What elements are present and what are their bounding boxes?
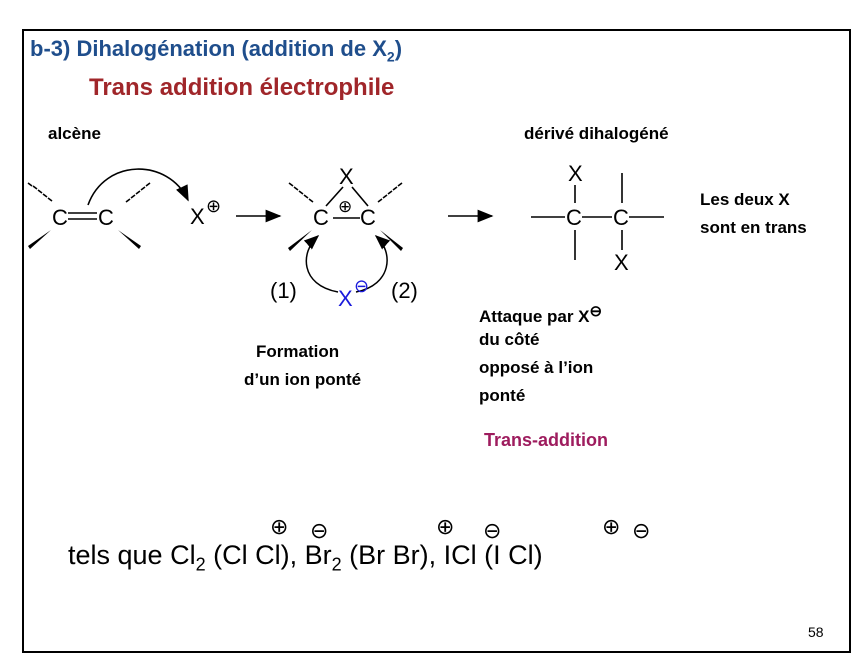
carbon-atom: C [52,205,68,230]
carbon-atom: C [313,205,329,230]
slide-subtitle: Trans addition électrophile [89,74,395,101]
halogen-atom: X [339,164,354,189]
trans-addition-label: Trans-addition [484,430,609,450]
alkene-structure: C C [27,168,189,249]
attack-line3: opposé à l’ion [479,358,594,377]
attack-arrow-2 [355,235,391,293]
page-number: 58 [808,624,824,640]
trans-note-line2: sont en trans [700,218,807,237]
attack-line4: ponté [479,386,526,405]
formation-line2: d’un ion ponté [244,370,362,389]
nucleophile-x: X [338,286,353,311]
section-heading: b-3) Dihalogénation (addition de X2) [30,36,403,65]
halogen-atom: X [190,204,205,229]
plus-charge-icon: ⊕ [206,196,221,216]
carbon-atom: C [98,205,114,230]
plus-charge-icon: ⊕ [338,197,352,216]
bridged-ion-structure: X C C ⊕ (1) (2) X ⊖ [270,164,418,311]
minus-charge-icon: ⊖ [310,518,329,543]
halogen-examples: tels que Cl2 (Cl Cl), Br2 (Br Br), ICl (… [68,540,543,575]
plus-charge-icon: ⊕ [270,514,289,539]
minus-charge-icon: ⊖ [483,518,502,543]
slide-frame [22,29,851,653]
attack-arrow-1 [303,235,339,293]
attack-line2: du côté [479,330,540,349]
carbon-atom: C [566,205,582,230]
carbon-atom: C [360,205,376,230]
attack-line1: Attaque par X⊖ [479,303,603,326]
minus-charge-icon: ⊖ [632,518,651,543]
trans-note-line1: Les deux X [700,190,790,209]
plus-charge-icon: ⊕ [436,514,455,539]
carbon-atom: C [613,205,629,230]
step-2-label: (2) [391,278,418,303]
minus-charge-icon: ⊖ [354,276,369,296]
electron-flow-arrow [87,168,189,206]
halogen-atom: X [568,161,583,186]
dihalide-structure: X X C C [531,161,664,275]
formation-line1: Formation [256,342,340,361]
halogen-atom: X [614,250,629,275]
step-1-label: (1) [270,278,297,303]
plus-charge-icon: ⊕ [602,514,621,539]
alkene-label: alcène [48,124,101,143]
product-label: dérivé dihalogéné [524,124,669,143]
